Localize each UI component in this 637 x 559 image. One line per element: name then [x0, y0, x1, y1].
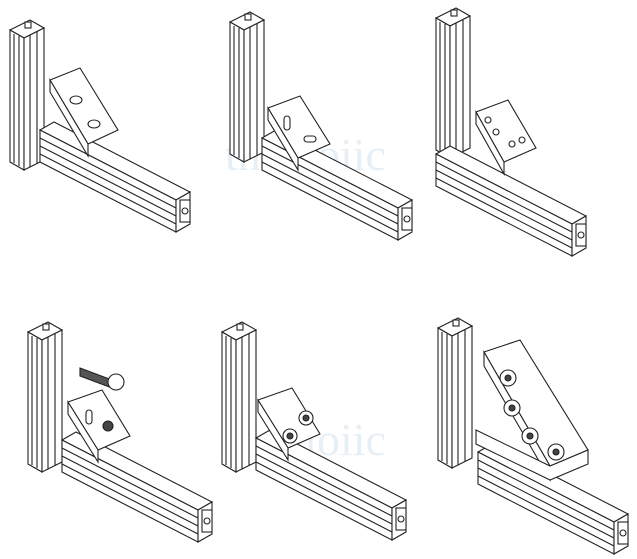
slotted-angle-bracket [267, 95, 331, 172]
corner-bracket-assembly-4 [27, 321, 213, 543]
corner-bracket-assembly-1 [9, 19, 191, 233]
corner-bracket-assembly-5 [221, 321, 407, 541]
angle-bracket-with-bolt [67, 367, 131, 464]
corner-bracket-assembly-2 [229, 11, 413, 241]
corner-bracket-assembly-6 [437, 317, 629, 555]
angle-bracket-with-nuts [257, 387, 321, 462]
plain-angle-bracket [49, 67, 119, 159]
corner-bracket-assembly-3 [435, 7, 587, 257]
large-gusset-plate-bracket [475, 339, 589, 483]
four-hole-angle-bracket [475, 99, 537, 177]
